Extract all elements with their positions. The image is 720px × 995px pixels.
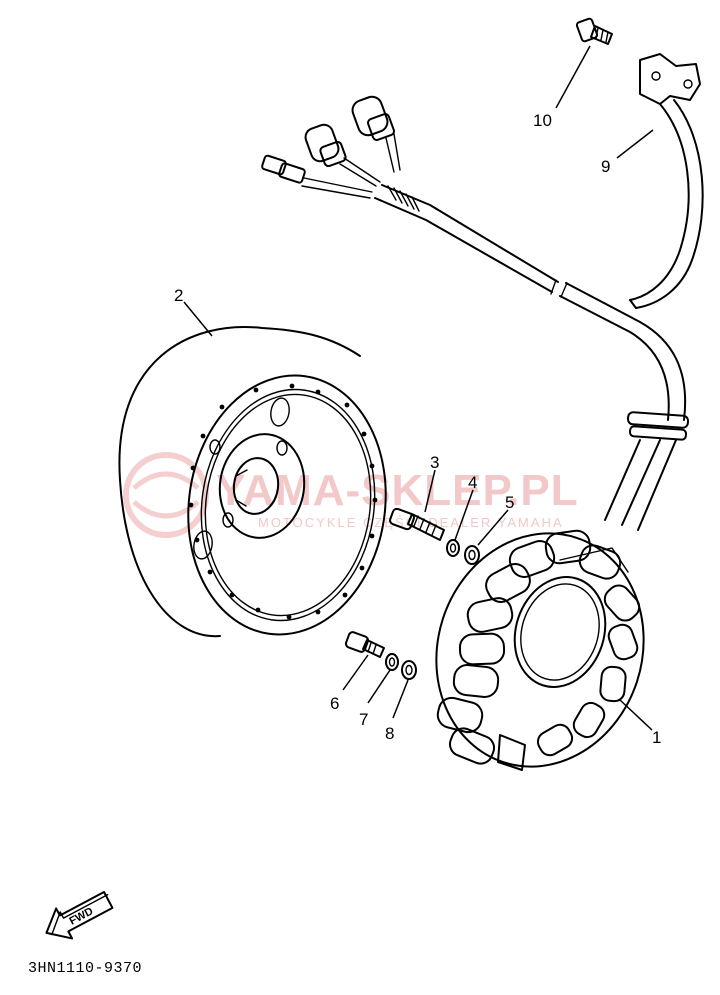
- callout-5: 5: [505, 493, 514, 512]
- watermark-text: YAMA-SKLEP.PL: [216, 466, 579, 515]
- callout-1: 1: [652, 728, 661, 747]
- connector-lower: [261, 154, 373, 199]
- washer-part-8: [401, 660, 417, 680]
- callout-9: 9: [601, 157, 610, 176]
- callout-7: 7: [359, 710, 368, 729]
- stator-part-1: [435, 529, 645, 771]
- rotor-part-2: [118, 326, 387, 638]
- lock-washer-part-7: [385, 653, 399, 671]
- callout-10: 10: [533, 111, 552, 130]
- callout-6: 6: [330, 694, 339, 713]
- fwd-arrow-icon: FWD: [45, 891, 114, 940]
- callout-4: 4: [468, 473, 477, 492]
- clamp-part-9: [629, 53, 704, 309]
- callout-8: 8: [385, 724, 394, 743]
- leader-lines: [183, 45, 654, 731]
- bolt-part-3: [389, 507, 445, 541]
- wire-harness: [261, 95, 690, 531]
- diagram-code: 3HN1110-9370: [28, 960, 142, 977]
- watermark-subtext: MOTOCYKLE CZĘŚCI DEALER YAMAHA: [258, 515, 564, 530]
- washer-part-5: [464, 545, 480, 565]
- connector-upper: [351, 95, 401, 173]
- lock-washer-part-4: [446, 539, 460, 557]
- callout-2: 2: [174, 286, 183, 305]
- callouts: 1 2 3 4 5 6 7 8 9 10: [174, 111, 661, 747]
- callout-3: 3: [430, 453, 439, 472]
- connector-middle: [304, 123, 381, 187]
- stator-coils: [436, 529, 641, 765]
- screw-part-6: [344, 631, 385, 658]
- screw-part-10: [575, 17, 613, 45]
